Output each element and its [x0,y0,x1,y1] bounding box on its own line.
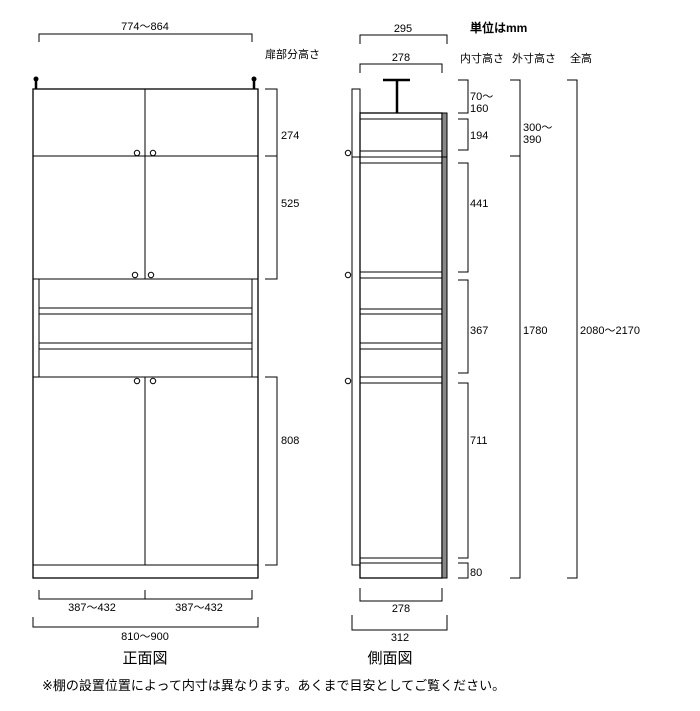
top-width-bracket [38,33,253,42]
top-width-label: 774～864 [121,21,169,33]
door-height-header: 扉部分高さ [265,47,320,61]
total-height-bracket [567,79,578,579]
inner-height-brackets [458,79,469,579]
inner-height-header: 内寸高さ [460,51,504,65]
door-height-525: 525 [281,198,299,210]
inner-height-label: 160 [470,103,488,115]
inner-height-label: 441 [470,198,488,210]
inner-height-label: 194 [470,130,488,142]
top-depth-outer: 295 [394,23,412,35]
inner-height-label: 711 [470,435,488,447]
door-side [351,88,361,566]
bottom-depth-outer: 312 [391,632,409,644]
side-view-title: 側面図 [367,650,412,667]
footnote: ※棚の設置位置によって内寸は異なります。あくまで目安としてご覧ください。 [42,678,505,693]
front-view: 774～864 扉部分高さ 274 525 808 387～432 387 [32,21,320,667]
total-width-label: 810～900 [121,631,169,643]
door-height-274: 274 [281,130,299,142]
side-shelves [352,118,447,564]
outer-height-header: 外寸高さ [512,51,556,65]
door-knob-icons [344,149,352,385]
total-height-label: 2080～2170 [580,325,640,337]
back-panel [441,112,448,579]
bottom-depth-inner: 278 [392,603,410,615]
inner-width-right: 387～432 [175,602,223,614]
outer-height-label: 1780 [523,325,547,337]
inner-height-label: 70～ [470,91,493,103]
door-height-brackets [265,88,278,280]
door-height-808: 808 [281,435,299,447]
unit-label: 単位はmm [470,20,527,35]
tension-pole-icon [383,78,410,113]
front-view-title: 正面図 [122,650,167,667]
outer-height-label: 300～ [523,122,552,134]
inner-height-label: 80 [470,567,482,579]
outer-height-brackets [510,79,521,579]
tension-pole-icon [33,76,257,89]
side-view: 単位はmm 295 278 内寸高さ 外寸高さ 全高 70～ 160 194 [344,20,640,667]
inner-width-left: 387～432 [68,602,116,614]
door-knob-icons [131,149,157,385]
side-body [359,112,443,579]
total-width-bracket [32,617,259,628]
outer-height-label: 390 [523,134,541,146]
bottom-inner-width-brackets [38,590,253,600]
inner-height-label: 367 [470,325,488,337]
top-depth-inner: 278 [392,52,410,64]
total-height-header: 全高 [570,51,592,65]
open-shelves [39,307,252,350]
